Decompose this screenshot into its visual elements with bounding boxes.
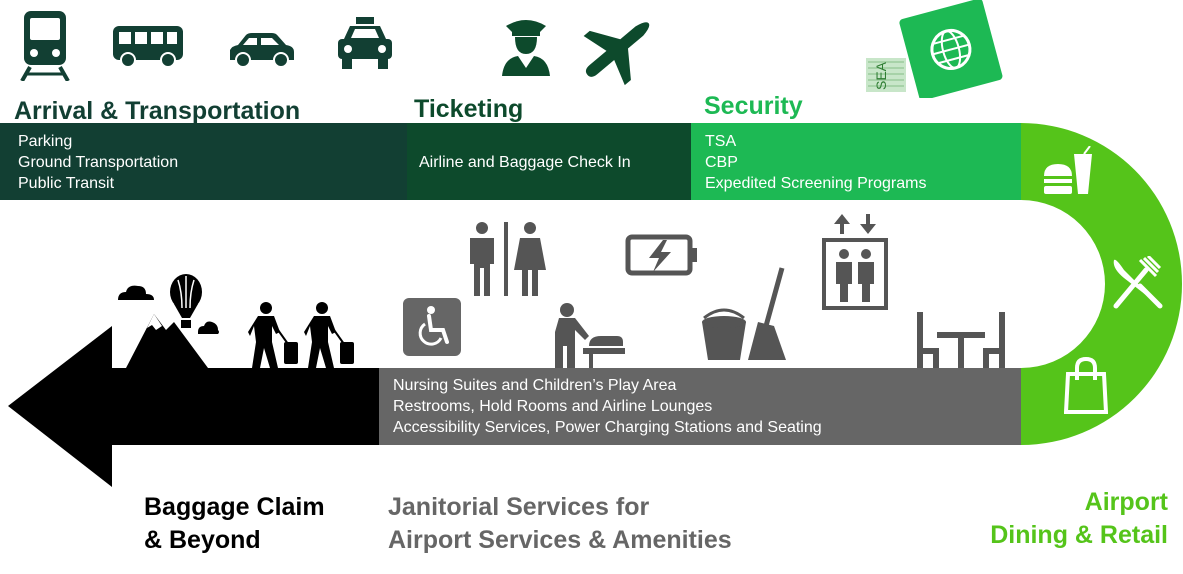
janitorial-item-restrooms: Restrooms, Hold Rooms and Airline Lounge…: [393, 398, 713, 415]
arrival-band: [0, 123, 407, 200]
security-band: [691, 123, 1021, 200]
baggage-arrow: [8, 326, 379, 487]
janitorial-caption: Janitorial Services for Airport Services…: [388, 491, 732, 557]
arrival-heading: Arrival & Transportation: [14, 97, 301, 125]
janitorial-list: Nursing Suites and Children’s Play Area …: [393, 375, 822, 438]
ticketing-band: [407, 123, 691, 200]
mop-bucket-icon: [702, 267, 786, 360]
baggage-caption-line1: Baggage Claim: [144, 493, 325, 521]
janitorial-caption-line1: Janitorial Services for: [388, 493, 650, 521]
elevator-icon: [822, 214, 888, 310]
fork-knife-icon: [1113, 256, 1163, 309]
train-icon: [20, 11, 70, 81]
security-item-tsa: TSA: [705, 133, 737, 150]
pilot-icon: [502, 20, 550, 76]
passport-icon: SEA: [866, 0, 1003, 98]
restroom-icon: [470, 222, 546, 296]
janitorial-band: [379, 368, 1021, 445]
travelers-icon: [248, 302, 354, 368]
security-item-expedited: Expedited Screening Programs: [705, 175, 927, 192]
ticketing-heading: Ticketing: [414, 95, 524, 123]
table-chairs-icon: [917, 312, 1005, 368]
arrival-item-public-transit: Public Transit: [18, 175, 115, 192]
battery-charging-icon: [625, 234, 697, 276]
dining-caption: Airport Dining & Retail: [990, 486, 1168, 552]
bus-icon: [113, 26, 183, 68]
baby-changing-icon: [555, 303, 625, 368]
burger-drink-icon: [1044, 146, 1092, 194]
shopping-bag-icon: [1064, 356, 1108, 414]
security-item-cbp: CBP: [705, 154, 738, 171]
baggage-caption-line2: & Beyond: [144, 526, 261, 554]
ticketing-list: Airline and Baggage Check In: [419, 152, 631, 173]
security-heading: Security: [704, 92, 803, 120]
janitorial-caption-line2: Airport Services & Amenities: [388, 526, 732, 554]
dining-curve: [1021, 123, 1182, 445]
arrival-list: Parking Ground Transportation Public Tra…: [18, 131, 178, 194]
dining-caption-line1: Airport: [1084, 488, 1168, 516]
airplane-icon: [583, 22, 650, 86]
arrival-item-parking: Parking: [18, 133, 73, 150]
baggage-caption: Baggage Claim & Beyond: [144, 491, 325, 557]
wheelchair-icon: [403, 298, 461, 356]
janitorial-item-accessibility: Accessibility Services, Power Charging S…: [393, 419, 822, 436]
arrival-item-ground-transportation: Ground Transportation: [18, 154, 179, 171]
dining-caption-line2: Dining & Retail: [990, 521, 1168, 549]
ticketing-item-check-in: Airline and Baggage Check In: [419, 154, 631, 171]
janitorial-item-nursing: Nursing Suites and Children’s Play Area: [393, 377, 677, 394]
car-icon: [230, 33, 294, 68]
passport-label: SEA: [873, 61, 889, 90]
mountain-balloon-icon: [118, 274, 219, 368]
security-list: TSA CBP Expedited Screening Programs: [705, 131, 926, 194]
taxi-icon: [338, 17, 392, 69]
